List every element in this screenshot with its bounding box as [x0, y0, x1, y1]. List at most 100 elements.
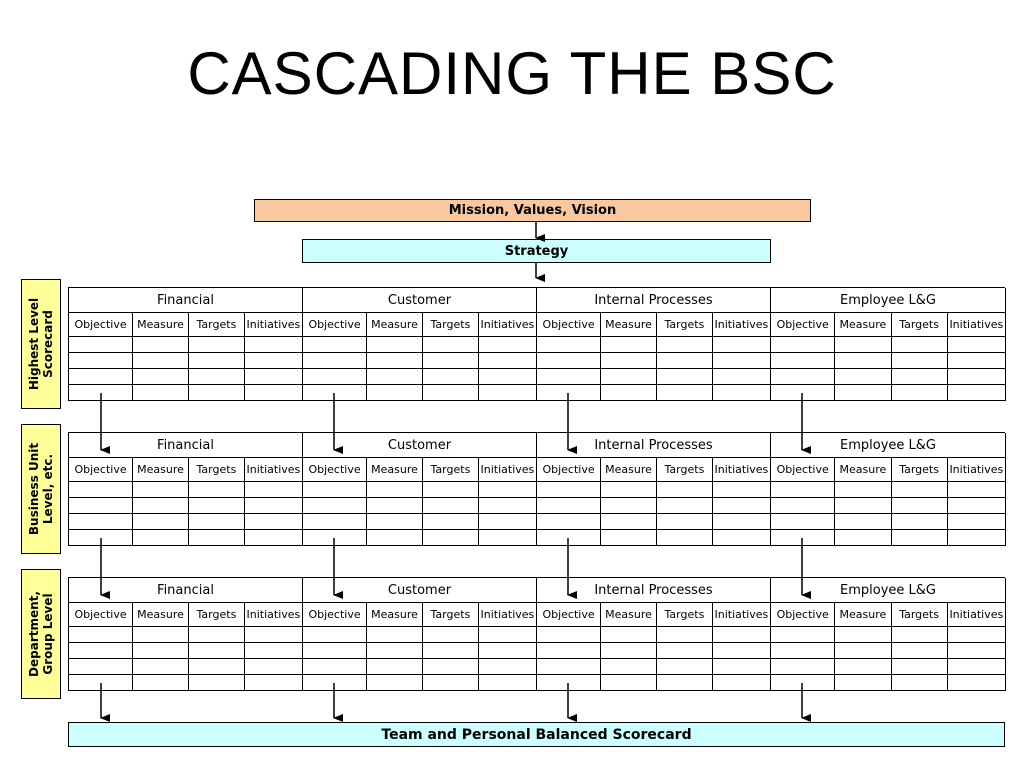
empty-cell — [69, 514, 134, 530]
empty-cell — [244, 369, 302, 385]
empty-cell — [771, 659, 836, 675]
column-header: Initiatives — [478, 603, 536, 627]
column-header: Measure — [835, 603, 892, 627]
column-header: Targets — [422, 603, 479, 627]
column-header: Objective — [69, 458, 134, 482]
empty-cell — [601, 353, 657, 369]
column-header: Measure — [367, 603, 423, 627]
empty-cell — [133, 369, 189, 385]
empty-cell — [422, 675, 479, 691]
empty-cell — [422, 514, 479, 530]
empty-cell — [656, 659, 713, 675]
empty-cell — [303, 659, 368, 675]
empty-cell — [835, 675, 892, 691]
empty-cell — [303, 643, 368, 659]
column-header: Targets — [188, 458, 245, 482]
empty-cell — [891, 385, 948, 401]
column-header: Objective — [303, 313, 368, 337]
empty-cell — [601, 337, 657, 353]
empty-cell — [656, 482, 713, 498]
empty-cell — [303, 530, 368, 546]
empty-cell — [891, 482, 948, 498]
perspective-header: Financial — [69, 433, 302, 458]
empty-cell — [188, 337, 245, 353]
empty-cell — [601, 482, 657, 498]
column-header: Initiatives — [712, 603, 770, 627]
empty-cell — [133, 643, 189, 659]
empty-cell — [69, 530, 134, 546]
empty-cell — [303, 369, 368, 385]
empty-cell — [835, 337, 892, 353]
empty-cell — [367, 482, 423, 498]
empty-cell — [303, 385, 368, 401]
empty-cell — [537, 659, 602, 675]
empty-cell — [537, 337, 602, 353]
empty-cell — [303, 482, 368, 498]
level-label-box: Business Unit Level, etc. — [21, 424, 61, 554]
column-header: Initiatives — [712, 313, 770, 337]
empty-cell — [891, 675, 948, 691]
empty-cell — [133, 385, 189, 401]
empty-cell — [537, 482, 602, 498]
perspective-header: Internal Processes — [537, 578, 770, 603]
empty-cell — [771, 353, 836, 369]
empty-cell — [188, 627, 245, 643]
empty-cell — [947, 337, 1005, 353]
empty-cell — [891, 498, 948, 514]
empty-cell — [656, 498, 713, 514]
empty-cell — [188, 643, 245, 659]
empty-cell — [478, 530, 536, 546]
empty-cell — [244, 385, 302, 401]
empty-cell — [656, 514, 713, 530]
empty-cell — [712, 675, 770, 691]
empty-cell — [422, 385, 479, 401]
empty-cell — [188, 659, 245, 675]
empty-cell — [656, 369, 713, 385]
perspective-header: Customer — [303, 578, 536, 603]
column-header: Objective — [69, 603, 134, 627]
empty-cell — [712, 498, 770, 514]
column-header: Targets — [891, 313, 948, 337]
empty-cell — [656, 530, 713, 546]
column-header: Targets — [656, 603, 713, 627]
column-header: Initiatives — [712, 458, 770, 482]
empty-cell — [244, 337, 302, 353]
empty-cell — [303, 498, 368, 514]
column-header: Measure — [601, 313, 657, 337]
column-header: Targets — [422, 313, 479, 337]
empty-cell — [835, 627, 892, 643]
empty-cell — [244, 627, 302, 643]
empty-cell — [188, 530, 245, 546]
empty-cell — [188, 353, 245, 369]
empty-cell — [422, 498, 479, 514]
empty-cell — [69, 369, 134, 385]
empty-cell — [188, 514, 245, 530]
empty-cell — [537, 530, 602, 546]
empty-cell — [835, 498, 892, 514]
column-header: Objective — [771, 313, 836, 337]
empty-cell — [133, 627, 189, 643]
empty-cell — [367, 337, 423, 353]
empty-cell — [244, 643, 302, 659]
empty-cell — [947, 643, 1005, 659]
empty-cell — [947, 369, 1005, 385]
column-header: Measure — [133, 313, 189, 337]
empty-cell — [601, 498, 657, 514]
empty-cell — [367, 675, 423, 691]
column-header: Targets — [891, 458, 948, 482]
empty-cell — [656, 353, 713, 369]
column-header: Measure — [835, 458, 892, 482]
empty-cell — [422, 643, 479, 659]
empty-cell — [133, 514, 189, 530]
column-header: Measure — [601, 458, 657, 482]
empty-cell — [947, 530, 1005, 546]
empty-cell — [835, 353, 892, 369]
column-header: Targets — [891, 603, 948, 627]
empty-cell — [133, 498, 189, 514]
empty-cell — [712, 643, 770, 659]
